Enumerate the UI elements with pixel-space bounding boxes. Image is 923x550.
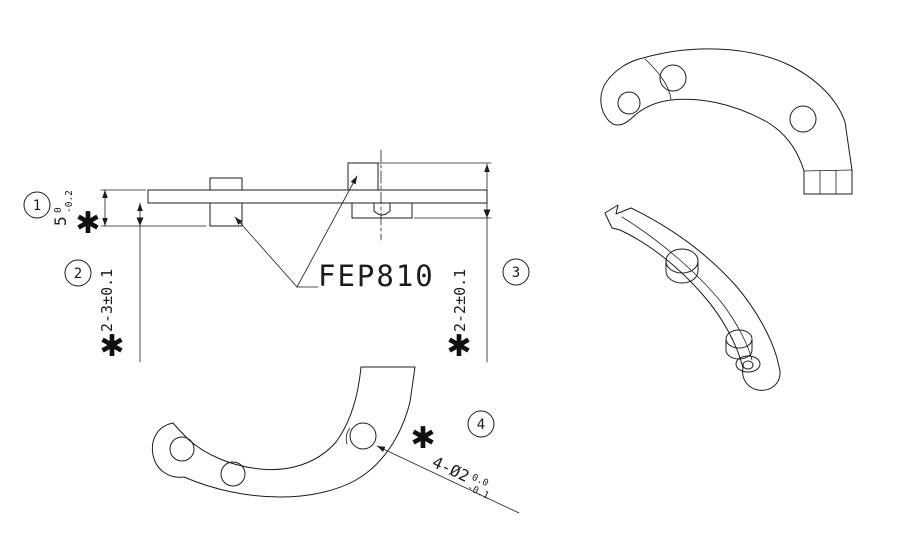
dim3-arrow-down [483, 209, 491, 218]
iso-mid-boss-top [665, 248, 699, 274]
iso-top-outline [600, 48, 853, 195]
section-notch-detail [373, 202, 391, 216]
iso-mid-inner-edges [621, 216, 753, 361]
material-leader-left [234, 216, 298, 288]
balloon-3-number: 3 [512, 265, 520, 281]
balloon-1-circle [23, 191, 51, 219]
iso-mid-outline [604, 204, 781, 391]
material-label: FEP810 [318, 259, 435, 293]
dim4-text: 4-Ø2 0.0 -0.1 [429, 452, 491, 501]
asterisk-mark-3: ✱ [446, 329, 471, 364]
dim1-tol-upper: 0 [53, 207, 64, 213]
iso-mid-lower-boss [735, 355, 761, 373]
iso-top-hole-2 [789, 105, 817, 133]
balloon-1-number: 1 [33, 198, 41, 214]
front-hole-boss [349, 422, 377, 450]
iso-top-hole-3 [617, 91, 641, 115]
dim2-value: 2-3±0.1 [98, 269, 116, 332]
front-hole-middle [220, 461, 246, 487]
section-view [147, 149, 488, 241]
iso-mid-cylinder-top [725, 329, 753, 349]
section-block-top-right [347, 162, 379, 191]
iso-mid-boss-side [665, 260, 699, 284]
iso-view-middle [604, 204, 781, 391]
dim1-extension-lines [100, 189, 207, 227]
dimension-2: 2-3±0.1 2 ✱ [64, 202, 144, 364]
asterisk-mark-2: ✱ [99, 329, 124, 364]
iso-view-top [600, 48, 853, 195]
section-block-top-left [209, 177, 243, 191]
iso-top-inner-edge [644, 58, 672, 100]
asterisk-mark-1: ✱ [75, 206, 100, 241]
asterisk-mark-4: ✱ [410, 421, 435, 456]
dim1-tol-lower: -0.2 [64, 190, 75, 213]
dim4-leader-line [376, 445, 520, 514]
balloon-3: 3 [502, 258, 530, 286]
iso-top-foot-edges [803, 169, 853, 195]
balloon-2-number: 2 [74, 266, 82, 282]
balloon-4-number: 4 [477, 417, 485, 433]
dim2-arrow-down [136, 217, 144, 226]
balloon-3-circle [502, 258, 530, 286]
dim3-text: 2-2±0.1 [451, 269, 469, 332]
material-leader-right [296, 175, 358, 288]
material-callout: FEP810 [234, 175, 435, 293]
iso-mid-lower-hole [742, 360, 754, 370]
dim3-extension-lines [377, 162, 492, 219]
balloon-2-circle [64, 259, 92, 287]
front-boss-arc [345, 427, 351, 445]
balloon-1: 1 [23, 191, 51, 219]
balloon-4: 4 [467, 410, 495, 438]
dimension-1: 5 0 -0.2 1 ✱ [23, 189, 207, 241]
front-hole-left [169, 436, 195, 462]
front-view-outline [151, 366, 416, 498]
dim1-value: 5 [51, 216, 70, 226]
dim2-text: 2-3±0.1 [98, 269, 116, 332]
section-main-bar [147, 189, 488, 204]
balloon-2: 2 [64, 259, 92, 287]
front-view [151, 366, 416, 498]
dimension-3: 2-2±0.1 3 ✱ [377, 162, 530, 364]
balloon-4-circle [467, 410, 495, 438]
dimension-4: 4-Ø2 0.0 -0.1 4 ✱ [376, 410, 520, 514]
dim1-text: 5 0 -0.2 [51, 190, 75, 226]
section-block-bottom-left [209, 202, 243, 227]
iso-top-hole-1 [659, 64, 687, 92]
dim3-value: 2-2±0.1 [451, 269, 469, 332]
section-block-bottom-right [351, 202, 413, 219]
